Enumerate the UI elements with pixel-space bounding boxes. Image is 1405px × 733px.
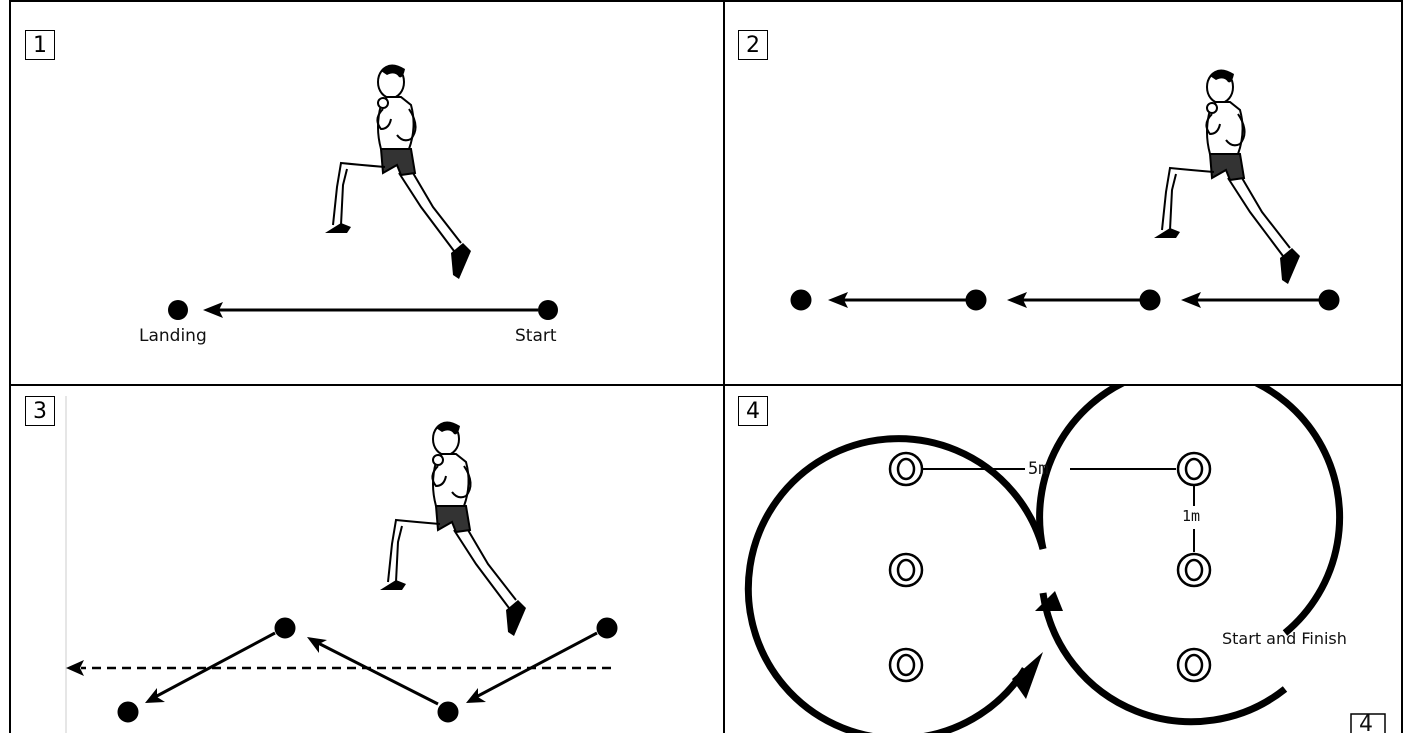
corner-number-box [1350,713,1386,733]
panel-4: 4 5m 1m Start and Finish 4 [725,386,1401,733]
panel-3-drawing [65,396,618,733]
grid-border-right [1401,0,1403,733]
runner-icon [379,420,527,637]
cone-icon [888,552,924,588]
panel-number: 4 [738,396,768,426]
jump-arrow-head [203,302,223,318]
left-circle-arrowhead [1012,652,1043,699]
grid-border-left [9,0,11,733]
runner-icon [324,63,472,280]
cone-icon [888,451,924,487]
start-finish-label: Start and Finish [1222,629,1347,648]
direction-arrowhead [66,660,84,676]
panel-2: 2 [725,2,1401,384]
right-circle-path [1036,386,1344,636]
landing-label: Landing [139,326,207,346]
start-label: Start [515,326,557,346]
cone-icon [1176,647,1212,683]
panel-number: 3 [25,396,55,426]
panel-1: 1 Landing Start [11,2,723,384]
grid-divider-horizontal [9,384,1403,386]
start-dot [538,300,558,320]
distance-1m-label: 1m [1182,507,1201,525]
panel-3: 3 [11,386,723,733]
grid-border-top [9,0,1403,2]
zigzag-sequence [117,617,618,723]
bounding-sequence [790,289,1340,311]
cone-icon [888,647,924,683]
panel-2-drawing [790,68,1340,311]
runner-icon [1153,68,1301,285]
grid-divider-vertical [723,0,725,733]
left-circle-path [744,435,1047,733]
drill-diagram-grid: 1 Landing Start 2 [9,0,1403,733]
panel-4-drawing [744,386,1386,733]
panel-number: 2 [738,30,768,60]
right-circle-lower-arc [1039,592,1288,726]
cone-icon [1176,552,1212,588]
right-circle-arrowhead [1035,591,1063,611]
cone-icon [1176,451,1212,487]
panel-number: 1 [25,30,55,60]
distance-5m-label: 5m [1028,459,1049,479]
panel-1-drawing [168,63,558,320]
landing-dot [168,300,188,320]
corner-number: 4 [1359,712,1373,733]
